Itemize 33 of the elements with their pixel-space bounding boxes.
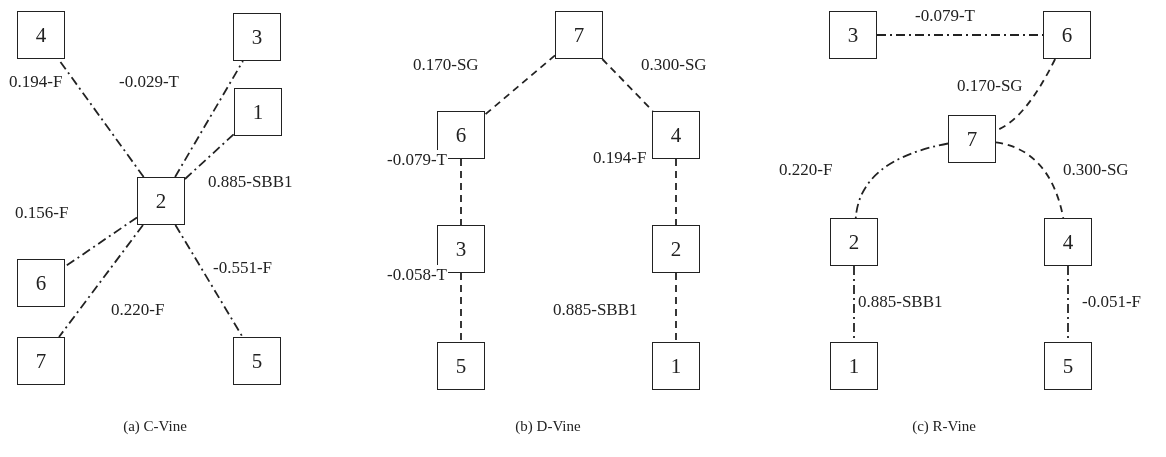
node-box: 6 bbox=[17, 259, 65, 307]
connector-line bbox=[174, 60, 244, 178]
node-box: 4 bbox=[652, 111, 700, 159]
node-box: 1 bbox=[830, 342, 878, 390]
node-box: 1 bbox=[652, 342, 700, 390]
panel-caption: (b) D-Vine bbox=[515, 418, 581, 435]
connector-line bbox=[675, 158, 677, 226]
node-box: 2 bbox=[830, 218, 878, 266]
node-box: 2 bbox=[137, 177, 185, 225]
node-box: 3 bbox=[829, 11, 877, 59]
connector-line bbox=[675, 272, 677, 343]
node-box: 5 bbox=[437, 342, 485, 390]
node-box: 4 bbox=[17, 11, 65, 59]
connector-line bbox=[184, 133, 235, 180]
node-box: 2 bbox=[652, 225, 700, 273]
connector-line bbox=[460, 158, 462, 226]
node-box: 7 bbox=[555, 11, 603, 59]
node-box: 5 bbox=[1044, 342, 1092, 390]
connector-line bbox=[460, 272, 462, 343]
node-box: 7 bbox=[948, 115, 996, 163]
node-box: 6 bbox=[1043, 11, 1091, 59]
node-box: 4 bbox=[1044, 218, 1092, 266]
connector-line bbox=[64, 216, 138, 268]
connector-line bbox=[854, 142, 949, 219]
node-box: 5 bbox=[233, 337, 281, 385]
node-box: 7 bbox=[17, 337, 65, 385]
connector-line bbox=[484, 54, 556, 116]
connector-line bbox=[174, 224, 244, 338]
connector-line bbox=[58, 224, 144, 338]
panel-caption: (c) R-Vine bbox=[912, 418, 976, 435]
node-box: 3 bbox=[233, 13, 281, 61]
panel-caption: (a) C-Vine bbox=[123, 418, 187, 435]
node-box: 1 bbox=[234, 88, 282, 136]
